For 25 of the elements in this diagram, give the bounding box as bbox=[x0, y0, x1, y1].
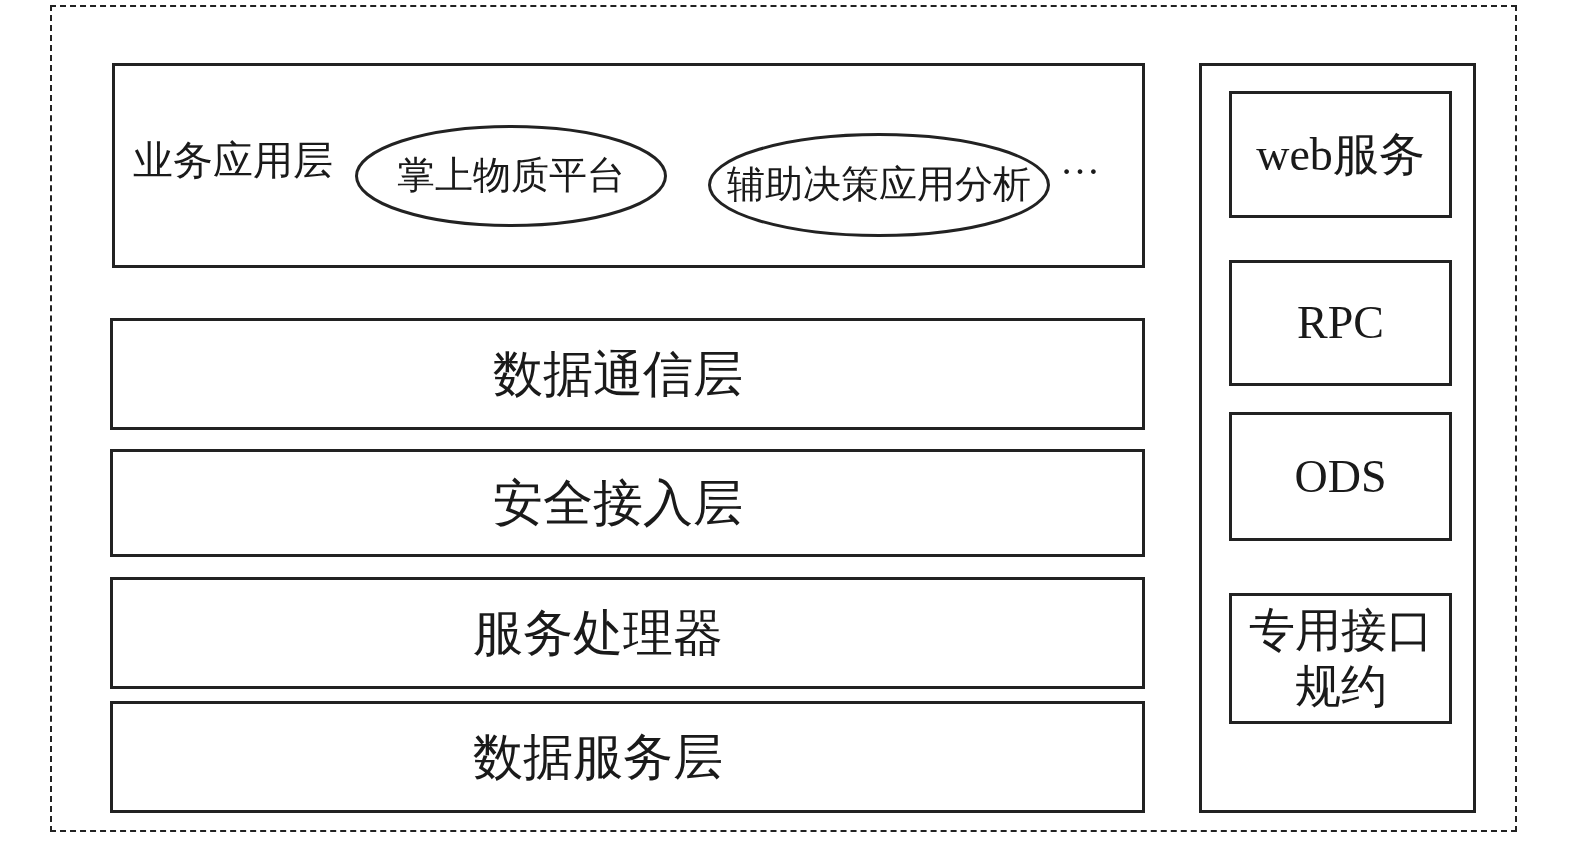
module-ellipse bbox=[355, 125, 667, 227]
ellipsis-text: … bbox=[1060, 136, 1100, 185]
layer-box bbox=[110, 577, 1145, 689]
interface-label: ODS bbox=[1294, 449, 1387, 504]
layer-box bbox=[110, 701, 1145, 813]
interface-label: web服务 bbox=[1256, 127, 1425, 182]
layer-label: 安全接入层 bbox=[492, 474, 743, 533]
layer-box bbox=[112, 63, 1145, 268]
interface-box bbox=[1229, 412, 1452, 541]
interface-box bbox=[1229, 260, 1452, 386]
interface-box bbox=[1229, 91, 1452, 218]
layer-box bbox=[110, 318, 1145, 430]
interface-panel bbox=[1199, 63, 1476, 813]
layer-label: 数据服务层 bbox=[472, 728, 723, 787]
interface-label: RPC bbox=[1297, 296, 1384, 351]
dashed-frame bbox=[50, 5, 1517, 832]
layer-label: 数据通信层 bbox=[492, 345, 743, 404]
interface-label: 专用接口规约 bbox=[1247, 604, 1434, 714]
module-label: 掌上物质平台 bbox=[397, 153, 625, 199]
interface-box bbox=[1229, 593, 1452, 724]
layer-label: 业务应用层 bbox=[133, 136, 333, 185]
module-label: 辅助决策应用分析 bbox=[727, 162, 1031, 208]
module-ellipse bbox=[708, 133, 1050, 237]
layer-label: 服务处理器 bbox=[472, 604, 723, 663]
layer-box bbox=[110, 449, 1145, 557]
